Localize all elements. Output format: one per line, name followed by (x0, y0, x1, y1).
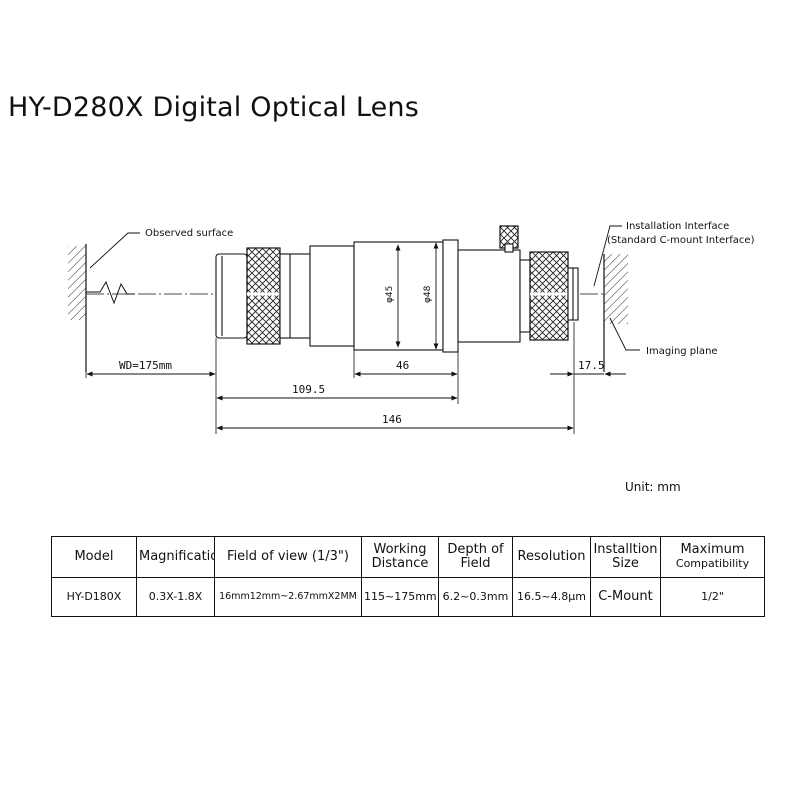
dim-46: 46 (396, 359, 409, 372)
cell-fov: 16mm12mm~2.67mmX2MM (214, 577, 362, 617)
diameter-dimensions (395, 242, 439, 350)
cell-magnification: 0.3X-1.8X (136, 577, 215, 617)
cell-compatibility: 1/2" (660, 577, 765, 617)
header-resolution: Resolution (512, 536, 591, 578)
header-compat-line1: Maximum (680, 541, 745, 557)
observed-surface-wall (68, 244, 87, 372)
wd-dimension: WD=175mm (119, 359, 172, 372)
imaging-plane-label: Imaging plane (646, 346, 718, 357)
lens-body (215, 225, 579, 353)
spec-table: Model Magnification Field of view (1/3")… (51, 536, 765, 617)
dia48-label: φ48 (423, 285, 433, 303)
cell-working-distance: 115~175mm (361, 577, 439, 617)
table-header-row: Model Magnification Field of view (1/3")… (51, 536, 765, 578)
installation-interface-label: Installation Interface (626, 221, 729, 232)
extension-lines (85, 320, 575, 434)
header-magnification: Magnification (136, 536, 215, 578)
header-dof-line1: Depth of (447, 541, 504, 557)
leader-lines (89, 225, 640, 351)
header-compat-line2: Compatibility (675, 557, 750, 570)
header-wd-line1: Working (373, 541, 427, 557)
surface-zigzag (86, 280, 135, 305)
header-wd-line2: Distance (371, 556, 429, 571)
unit-label: Unit: mm (625, 480, 681, 494)
header-dof-line2: Field (460, 556, 491, 571)
header-size-line2: Size (612, 556, 639, 571)
dia45-label: φ45 (385, 286, 395, 303)
length-dimensions (86, 371, 626, 431)
cell-resolution: 16.5~4.8μm (512, 577, 591, 617)
cell-depth-of-field: 6.2~0.3mm (438, 577, 513, 617)
dim-109-5: 109.5 (292, 383, 325, 396)
header-fov: Field of view (1/3") (214, 536, 362, 578)
observed-surface-label: Observed surface (145, 228, 233, 239)
dim-146: 146 (382, 413, 402, 426)
header-size-line1: Installtion (593, 541, 658, 557)
page-title: HY-D280X Digital Optical Lens (8, 92, 419, 123)
imaging-plane-wall (603, 254, 628, 372)
dim-17-5: 17.5 (578, 359, 605, 372)
cell-model: HY-D180X (51, 577, 137, 617)
cell-installation-size: C-Mount (590, 577, 661, 617)
table-row: HY-D180X 0.3X-1.8X 16mm12mm~2.67mmX2MM 1… (51, 577, 765, 617)
installation-interface-sub-label: (Standard C-mount Interface) (607, 235, 755, 246)
header-model: Model (51, 536, 137, 578)
